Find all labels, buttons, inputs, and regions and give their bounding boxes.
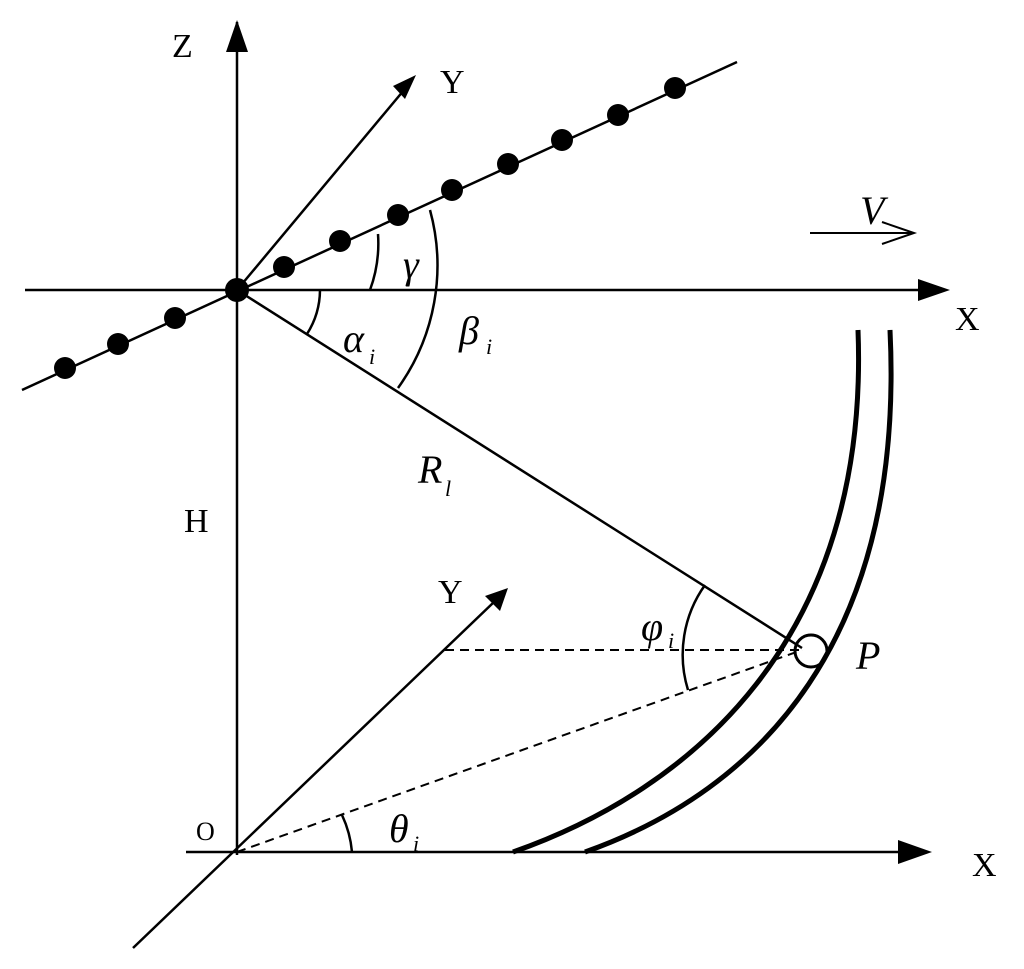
array-line	[21, 60, 738, 392]
upper-x-axis-arrowhead	[918, 279, 950, 301]
track-inner-curve	[512, 329, 862, 855]
upper-x-axis-label: X	[955, 301, 980, 338]
array-element	[273, 256, 295, 278]
target-point-marker	[793, 633, 829, 669]
point-label: P	[855, 633, 880, 678]
phi-arc	[681, 584, 707, 691]
beta-label: β	[458, 308, 479, 353]
lower-y-axis	[132, 601, 495, 949]
array-element	[607, 104, 629, 126]
array-element	[164, 307, 186, 329]
upper-y-axis-label: Y	[440, 64, 465, 101]
velocity-arrowhead	[881, 221, 918, 245]
beta-subscript: i	[486, 334, 492, 359]
theta-label: θ	[389, 806, 409, 851]
range-label: R	[417, 447, 442, 492]
lower-x-axis-label: X	[972, 847, 997, 884]
array-element	[497, 153, 519, 175]
phi-label: φ	[641, 604, 663, 649]
gamma-label: γ	[403, 242, 420, 287]
array-element	[387, 204, 409, 226]
lower-y-axis-arrowhead	[485, 588, 508, 611]
z-axis-label: Z	[172, 28, 193, 65]
array-element	[54, 357, 76, 379]
lower-x-axis-arrowhead	[898, 840, 932, 864]
theta-arc	[340, 814, 354, 853]
array-element	[107, 333, 129, 355]
array-element	[551, 129, 573, 151]
gamma-arc	[368, 233, 380, 291]
origin-label: O	[196, 817, 215, 846]
array-element	[441, 179, 463, 201]
theta-subscript: i	[413, 831, 419, 856]
range-subscript: l	[445, 476, 451, 501]
upper-y-axis	[236, 89, 405, 291]
z-axis-arrowhead	[226, 20, 248, 52]
beta-arc	[396, 209, 439, 389]
ground-projection-dashed	[236, 649, 803, 853]
lower-y-axis-label: Y	[438, 574, 463, 611]
alpha-label: α	[343, 316, 365, 361]
track-outer-curve	[584, 329, 894, 855]
slant-range-line	[236, 288, 803, 650]
alpha-arc	[305, 289, 322, 335]
array-element	[664, 77, 686, 99]
alpha-subscript: i	[369, 344, 375, 369]
array-element	[329, 230, 351, 252]
array-elements	[54, 77, 686, 379]
upper-y-axis-arrowhead	[393, 75, 416, 99]
phi-subscript: i	[668, 628, 674, 653]
velocity-label: V	[860, 188, 889, 233]
height-label: H	[184, 503, 209, 540]
